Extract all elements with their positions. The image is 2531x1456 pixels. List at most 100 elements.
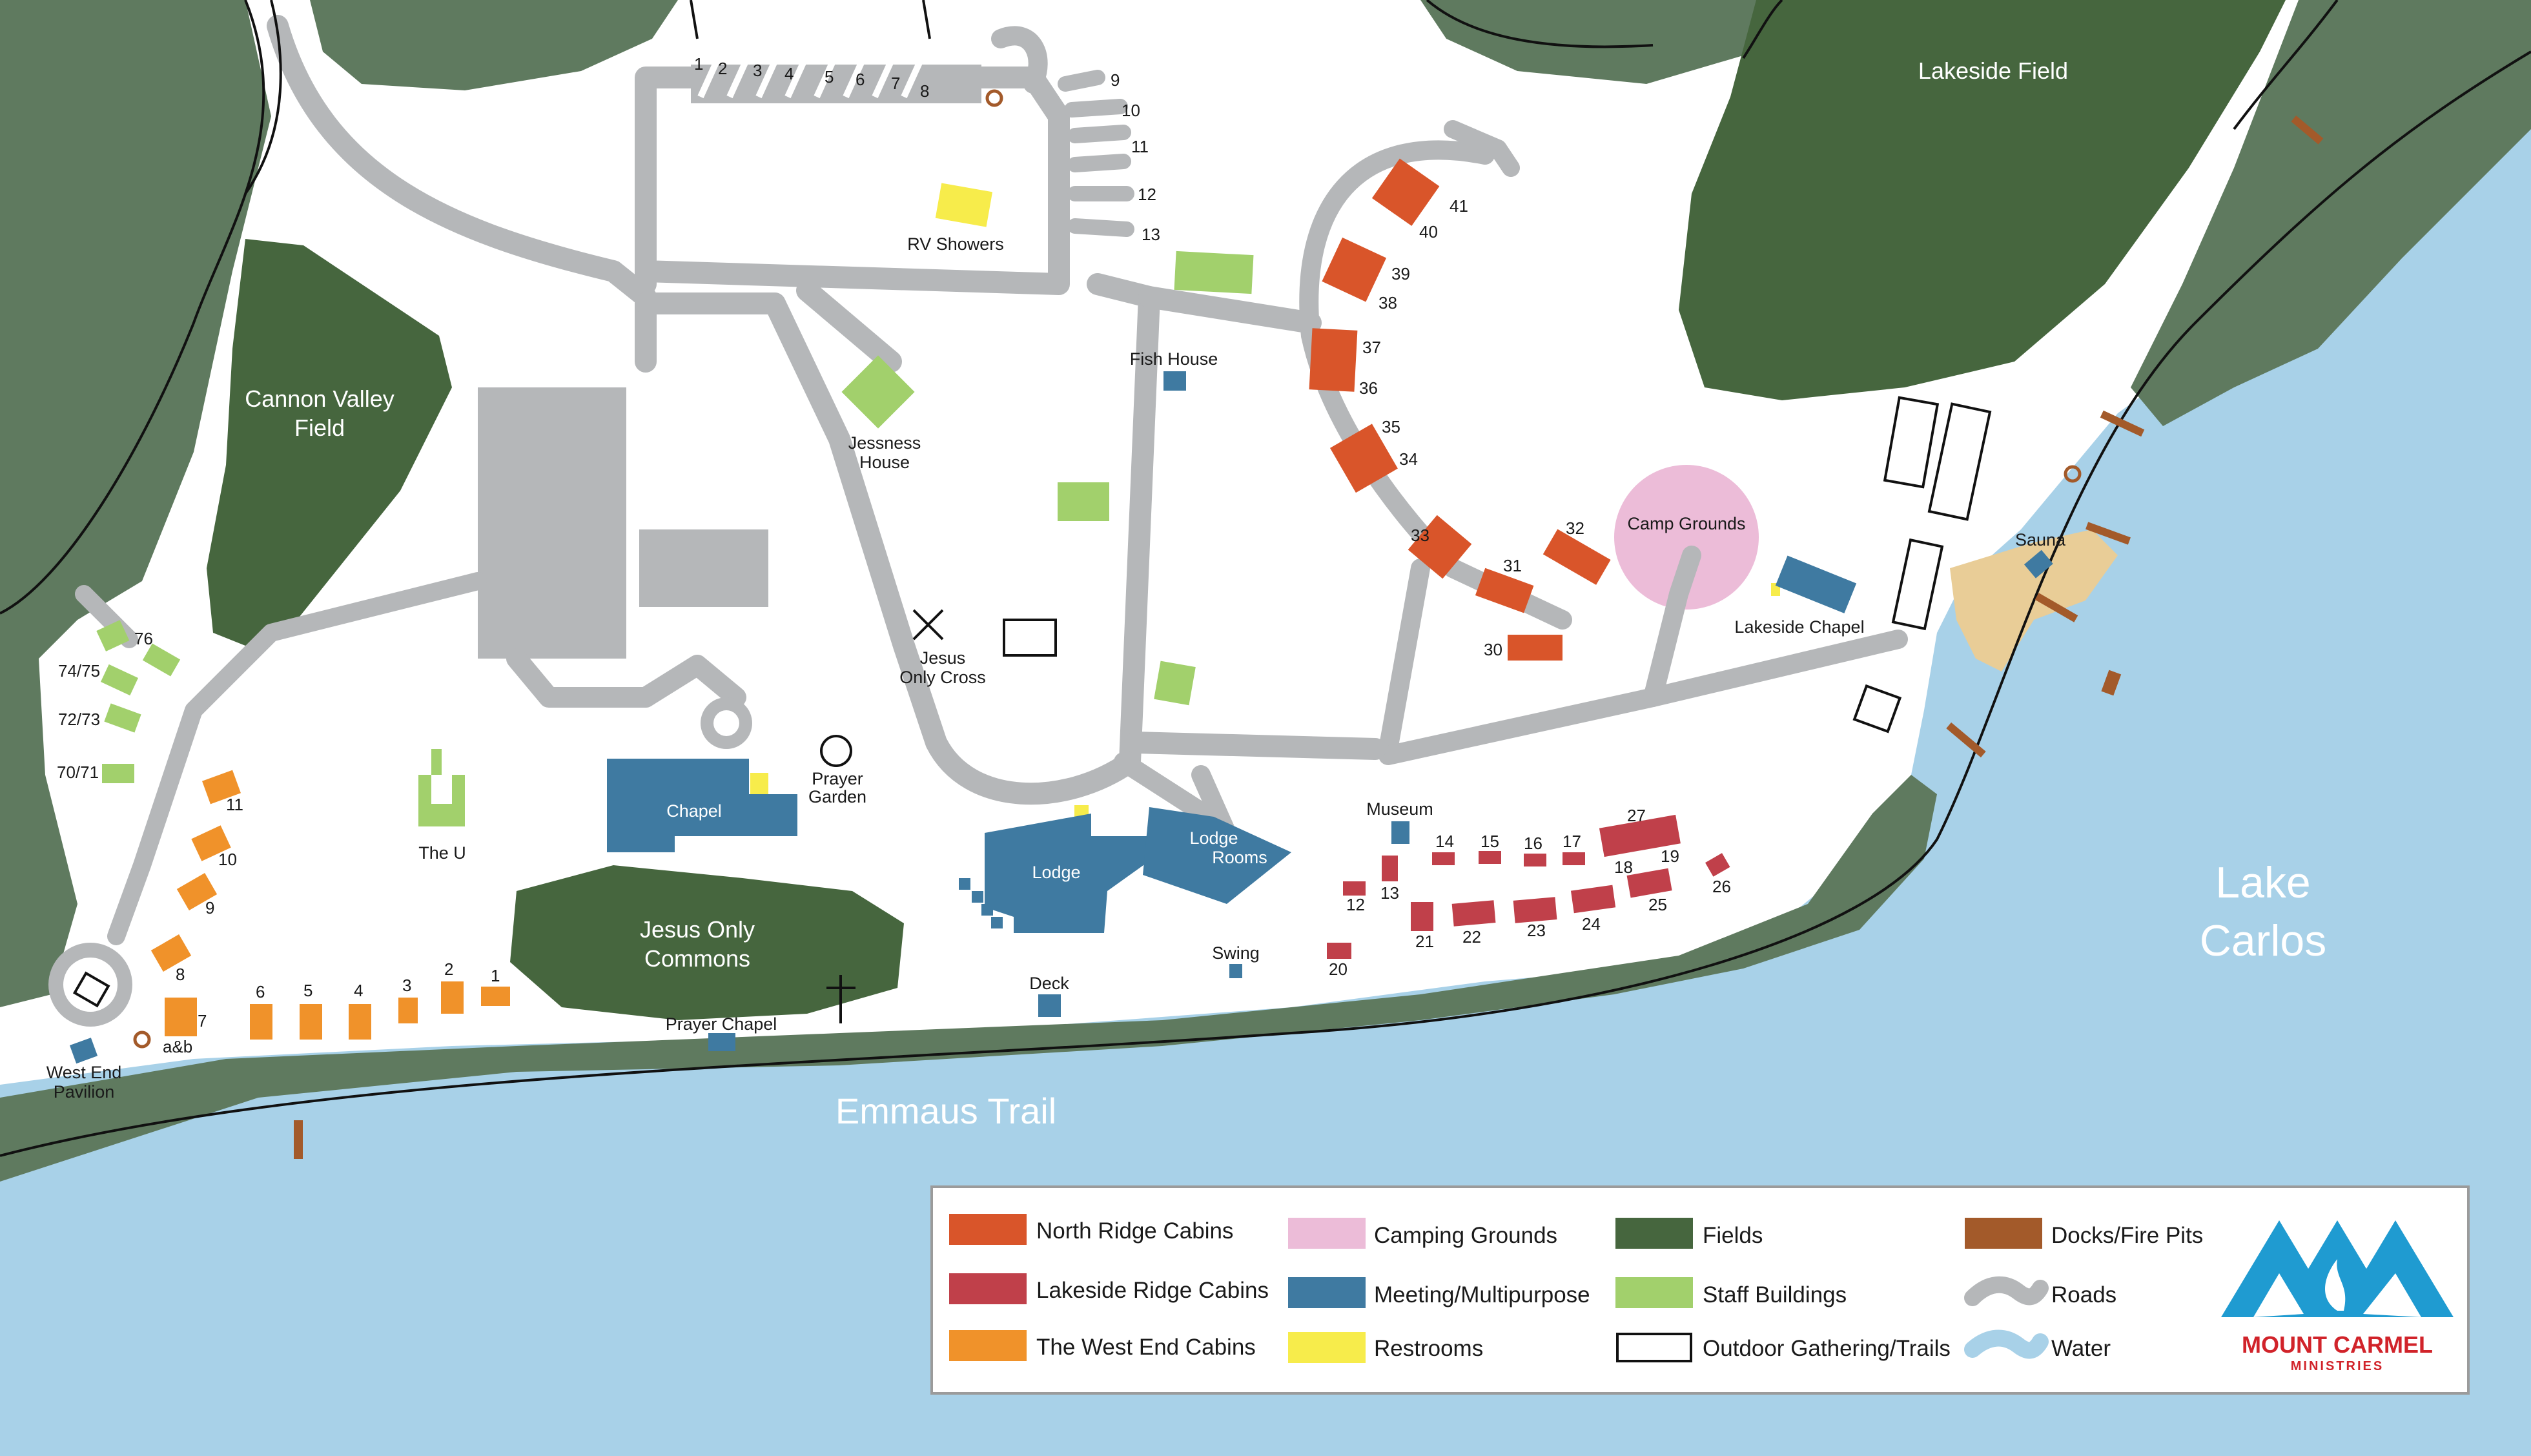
legend-swatch-camping — [1288, 1218, 1366, 1249]
svg-text:72/73: 72/73 — [58, 710, 100, 729]
the-u-label: The U — [418, 843, 466, 863]
svg-text:a&b: a&b — [163, 1037, 192, 1056]
lakeside-chapel-label: Lakeside Chapel — [1734, 617, 1864, 637]
legend-swatch-staff — [1615, 1277, 1693, 1308]
svg-text:10: 10 — [1122, 101, 1140, 120]
chapel-building[interactable] — [607, 759, 797, 852]
lake-carlos-label: Lake — [2215, 858, 2310, 907]
svg-text:2: 2 — [718, 59, 727, 78]
legend-swatch-north-ridge — [949, 1214, 1027, 1245]
legend-swatch-water — [1964, 1329, 2049, 1359]
legend: North Ridge Cabins Lakeside Ridge Cabins… — [930, 1185, 2470, 1395]
lodge-rooms-building[interactable] — [1143, 807, 1291, 904]
svg-text:5: 5 — [825, 67, 834, 87]
museum-building[interactable] — [1391, 821, 1409, 844]
svg-text:2: 2 — [444, 959, 453, 979]
swing-label: Swing — [1212, 943, 1260, 963]
jesus-only-commons-field[interactable] — [510, 865, 904, 1020]
map-labels: Lakeside Field Cannon Valley Field Jesus… — [46, 57, 2327, 1131]
fish-house-building[interactable] — [1163, 371, 1186, 391]
svg-text:1: 1 — [491, 966, 500, 985]
west-end-pavilion-label: West End — [46, 1063, 122, 1082]
svg-text:10: 10 — [218, 850, 237, 869]
svg-text:39: 39 — [1391, 264, 1410, 283]
svg-text:74/75: 74/75 — [58, 661, 100, 681]
prayer-chapel-building[interactable] — [708, 1033, 735, 1051]
legend-swatch-roads — [1964, 1276, 2049, 1306]
lodge-building[interactable] — [985, 814, 1153, 933]
cannon-valley-label-2: Field — [294, 415, 345, 441]
west-end-pavilion-label-2: Pavilion — [54, 1082, 115, 1102]
svg-text:41: 41 — [1450, 196, 1468, 216]
logo-line-1: MOUNT CARMEL — [2242, 1331, 2433, 1358]
svg-text:3: 3 — [402, 976, 411, 995]
legend-outdoor: Outdoor Gathering/Trails — [1703, 1336, 1951, 1361]
svg-text:8: 8 — [920, 81, 929, 101]
svg-text:5: 5 — [303, 981, 313, 1000]
deck-structure[interactable] — [1038, 994, 1061, 1017]
svg-text:36: 36 — [1359, 378, 1378, 398]
svg-text:31: 31 — [1503, 556, 1522, 575]
legend-restrooms: Restrooms — [1374, 1336, 1483, 1361]
west-end-cabins[interactable] — [150, 770, 510, 1040]
parking-stripes — [691, 59, 981, 103]
svg-text:7: 7 — [891, 74, 900, 93]
north-forest-2 — [1420, 0, 1808, 84]
jesus-cross-label: Jesus — [920, 648, 966, 668]
north-ridge-cabins[interactable] — [1309, 158, 1611, 661]
west-forest — [0, 0, 271, 1007]
svg-text:35: 35 — [1382, 417, 1400, 436]
legend-lakeside-ridge: Lakeside Ridge Cabins — [1036, 1278, 1269, 1303]
svg-text:13: 13 — [1142, 225, 1160, 244]
svg-text:17: 17 — [1563, 832, 1581, 851]
svg-text:76: 76 — [134, 629, 153, 648]
meeting-buildings[interactable] — [69, 371, 2053, 1064]
svg-text:21: 21 — [1415, 932, 1434, 951]
legend-staff: Staff Buildings — [1703, 1282, 1847, 1307]
west-end-pavilion-building[interactable] — [69, 1038, 98, 1064]
svg-text:20: 20 — [1329, 959, 1347, 979]
museum-label: Museum — [1366, 799, 1433, 819]
legend-swatch-outdoor — [1616, 1333, 1692, 1362]
svg-text:1: 1 — [694, 54, 703, 74]
svg-text:70/71: 70/71 — [57, 763, 99, 782]
north-ridge-numbers: 41 40 39 38 37 36 35 34 33 32 31 30 — [1359, 196, 1584, 659]
svg-text:7: 7 — [198, 1011, 207, 1030]
outdoor-gathering — [72, 396, 1992, 1008]
svg-text:18: 18 — [1614, 857, 1633, 877]
camping-grounds[interactable] — [1614, 465, 1759, 610]
trail-lines — [0, 0, 2531, 1157]
svg-text:30: 30 — [1484, 640, 1502, 659]
jesus-commons-label-2: Commons — [644, 945, 750, 972]
svg-text:13: 13 — [1380, 883, 1399, 903]
legend-docks: Docks/Fire Pits — [2051, 1223, 2203, 1248]
svg-text:27: 27 — [1627, 806, 1646, 825]
legend-meeting: Meeting/Multipurpose — [1374, 1282, 1590, 1307]
lakeside-field[interactable] — [1679, 0, 2286, 400]
svg-text:3: 3 — [753, 61, 762, 80]
svg-text:6: 6 — [256, 982, 265, 1001]
northeast-forest — [2131, 0, 2531, 426]
svg-text:25: 25 — [1648, 895, 1667, 914]
sauna-label: Sauna — [2015, 530, 2066, 549]
svg-text:6: 6 — [856, 70, 865, 89]
svg-text:12: 12 — [1138, 185, 1156, 204]
legend-swatch-west-end — [949, 1330, 1027, 1361]
docks — [294, 116, 2324, 1159]
legend-swatch-lakeside-ridge — [949, 1273, 1027, 1304]
camp-grounds-label: Camp Grounds — [1627, 514, 1745, 533]
jesus-commons-label: Jesus Only — [640, 916, 755, 943]
sauna-building[interactable] — [2024, 549, 2053, 579]
prayer-garden-label: Prayer — [812, 769, 863, 788]
legend-camping: Camping Grounds — [1374, 1223, 1557, 1248]
cannon-valley-field[interactable] — [207, 239, 452, 646]
svg-text:11: 11 — [226, 795, 243, 814]
legend-roads: Roads — [2051, 1282, 2116, 1307]
lakeside-ridge-numbers: 14 15 16 17 27 18 19 12 13 21 22 23 24 2… — [1329, 806, 1731, 979]
svg-text:40: 40 — [1419, 222, 1438, 241]
lakeside-ridge-cabins[interactable] — [1327, 814, 1730, 959]
lakeside-chapel-building[interactable] — [1775, 555, 1857, 613]
svg-text:38: 38 — [1378, 293, 1397, 313]
swing-structure[interactable] — [1229, 964, 1242, 978]
svg-text:32: 32 — [1566, 518, 1584, 538]
